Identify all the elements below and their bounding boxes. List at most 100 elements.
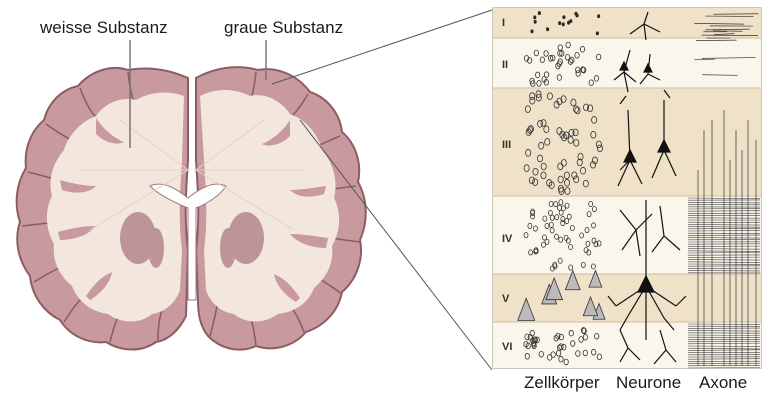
axon-fiber <box>687 334 761 336</box>
cell-body <box>535 93 542 102</box>
cell-body <box>523 55 530 62</box>
layer-label-3: III <box>502 139 511 151</box>
cell-body <box>591 116 598 124</box>
cell-body <box>571 171 578 180</box>
cell-body <box>556 74 562 81</box>
axon-fiber <box>687 248 761 250</box>
cell-body <box>595 31 599 36</box>
zoom-line-top <box>271 9 493 85</box>
cell-body <box>524 333 530 341</box>
cell-body <box>578 336 584 343</box>
cell-body <box>573 105 580 113</box>
layer-label-1: I <box>502 17 505 29</box>
cell-body <box>591 348 597 356</box>
cell-body <box>560 159 567 167</box>
cell-body <box>574 106 581 115</box>
cell-body <box>563 171 570 180</box>
cell-body <box>584 227 590 234</box>
cell-body <box>593 75 600 82</box>
axon-fiber <box>687 202 761 204</box>
cell-body <box>529 92 536 100</box>
cell-body <box>550 54 556 62</box>
cell-body <box>542 234 547 241</box>
cell-body <box>546 179 553 187</box>
cell-body <box>580 261 586 268</box>
left-white-matter <box>46 92 185 322</box>
cell-body <box>590 130 597 139</box>
axon-fiber <box>687 251 761 254</box>
cell-body <box>580 327 587 334</box>
cell-body <box>544 222 550 229</box>
cell-body <box>540 171 547 180</box>
cell-body <box>559 50 565 57</box>
cell-body <box>563 131 570 140</box>
axon-fiber <box>687 358 761 360</box>
cell-body <box>552 261 558 268</box>
cell-body <box>543 78 549 86</box>
cell-body <box>564 187 571 195</box>
cell-body <box>529 329 535 337</box>
cell-body <box>548 221 554 228</box>
cell-body <box>542 215 548 222</box>
axon-fiber <box>694 58 715 61</box>
column-label-neurons: Neurone <box>616 373 682 392</box>
zoom-line-bottom <box>299 119 493 371</box>
cell-body <box>575 70 581 77</box>
cell-body <box>568 329 574 337</box>
axon-fiber <box>687 197 761 199</box>
cell-body <box>560 95 567 103</box>
cell-body <box>563 358 569 366</box>
cell-body <box>587 104 594 113</box>
cell-body <box>591 263 596 270</box>
cell-body <box>524 105 531 113</box>
axon-fiber <box>687 349 761 351</box>
cell-body <box>596 353 603 361</box>
cell-body <box>575 350 581 357</box>
axon-fiber <box>687 210 761 212</box>
cell-body <box>566 20 571 25</box>
cell-body <box>576 158 583 167</box>
cell-body <box>544 238 550 245</box>
cell-body <box>523 164 530 172</box>
cell-body <box>560 205 566 212</box>
cell-body <box>569 56 575 64</box>
cell-body <box>573 175 580 183</box>
layer-label-2: II <box>502 59 508 71</box>
cell-body <box>528 176 535 185</box>
cell-body <box>550 351 556 358</box>
cell-body <box>533 49 539 57</box>
axon-fiber <box>713 13 759 15</box>
cell-body <box>524 353 530 360</box>
cell-body <box>538 350 544 358</box>
axon-fiber <box>687 261 761 263</box>
cell-body <box>557 257 563 264</box>
cell-body <box>597 14 601 19</box>
cell-body <box>558 333 564 341</box>
cell-body <box>528 249 534 256</box>
cell-body <box>558 187 565 195</box>
cell-body <box>566 213 572 220</box>
brain-coronal-section <box>15 9 493 371</box>
cell-body <box>557 175 564 184</box>
axon-fiber <box>687 367 761 369</box>
cell-body <box>588 269 603 288</box>
cell-body <box>530 29 534 34</box>
cell-body <box>591 222 596 229</box>
column-label-axons: Axone <box>699 373 748 392</box>
cell-body <box>558 199 564 206</box>
cell-body <box>556 97 563 106</box>
axon-fiber <box>713 33 735 35</box>
cell-body <box>583 103 590 112</box>
cell-body <box>561 22 565 27</box>
cell-body <box>580 66 586 73</box>
cell-body <box>590 160 597 169</box>
cell-body <box>545 276 564 301</box>
cell-body <box>582 179 589 188</box>
column-label-cell-bodies: Zellkörper <box>524 373 600 392</box>
cell-body <box>592 206 597 213</box>
cell-body <box>575 66 581 74</box>
cell-body <box>527 222 533 229</box>
cell-body <box>532 178 539 186</box>
basal-ganglia <box>120 212 264 268</box>
